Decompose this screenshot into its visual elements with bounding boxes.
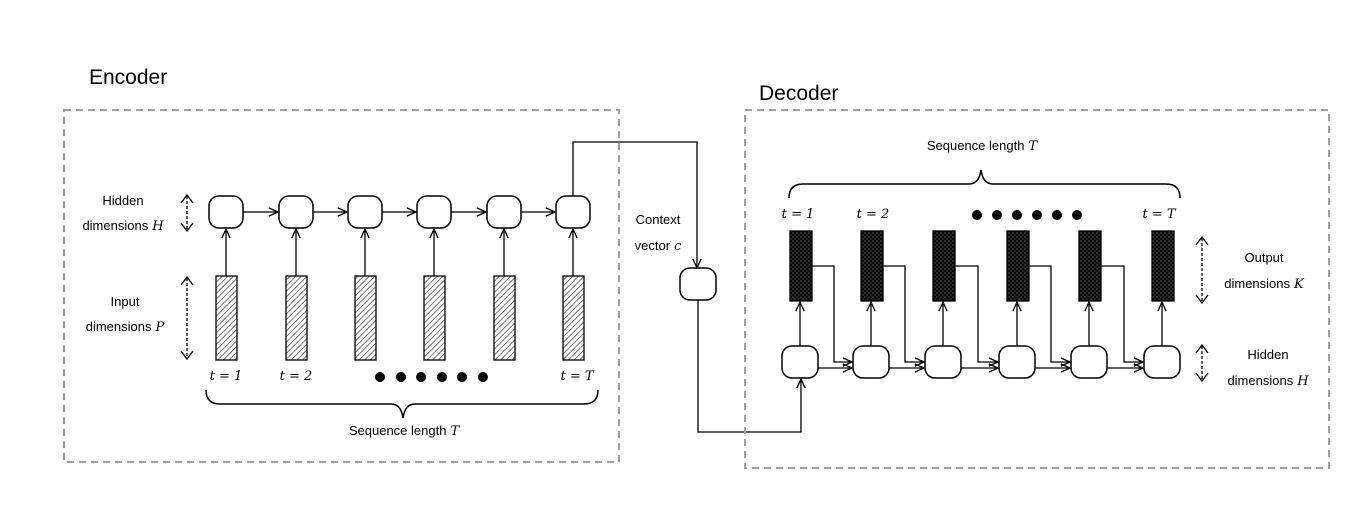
decoder-output-bar-2	[860, 230, 884, 302]
encoder-ellipsis-dots	[375, 372, 488, 382]
encoder-hidden-node-6	[555, 195, 591, 229]
encoder-hidden-label-line1: Hidden	[102, 193, 143, 208]
decoder-hidden-node-4	[998, 345, 1036, 379]
encoder-input-bar-4	[423, 275, 446, 361]
encoder-time-label-first: t = 1	[210, 369, 243, 384]
decoder-box	[744, 109, 1330, 469]
decoder-hidden-node-1	[781, 345, 819, 379]
decoder-hidden-dim-arrow	[1195, 343, 1209, 383]
decoder-time-label-first: t = 1	[782, 207, 815, 222]
encoder-input-dim-arrow	[180, 275, 194, 361]
decoder-feedback-line-1	[812, 265, 852, 362]
encoder-hidden-node-5	[486, 195, 522, 229]
encoder-hidden-node-3	[347, 195, 383, 229]
encoder-input-bar-3	[354, 275, 377, 361]
decoder-output-dim-arrow	[1195, 235, 1209, 305]
encoder-input-label-line1: Input	[111, 294, 140, 309]
encoder-title: Encoder	[89, 66, 167, 89]
decoder-hidden-label-line1: Hidden	[1247, 347, 1288, 362]
decoder-output-label-line1: Output	[1244, 250, 1283, 265]
encoder-hidden-node-2	[278, 195, 314, 229]
decoder-sequence-brace	[788, 169, 1181, 199]
decoder-hidden-node-5	[1070, 345, 1108, 379]
decoder-time-label-second: t = 2	[857, 207, 890, 222]
decoder-output-bar-6	[1151, 230, 1175, 302]
decoder-output-bar-5	[1078, 230, 1102, 302]
encoder-box	[63, 109, 620, 463]
encoder-sequence-brace	[205, 389, 599, 419]
decoder-hidden-node-6	[1143, 345, 1181, 379]
encoder-input-bar-6	[562, 275, 585, 361]
decoder-output-bar-4	[1006, 230, 1030, 302]
encoder-hidden-node-1	[208, 195, 244, 229]
encoder-time-label-last: t = T	[560, 369, 594, 384]
encoder-to-context-line	[572, 141, 697, 268]
encoder-input-bar-2	[285, 275, 308, 361]
decoder-feedback-line-2	[883, 265, 924, 362]
decoder-feedback-line-4	[1029, 265, 1070, 362]
encoder-time-label-second: t = 2	[280, 369, 313, 384]
decoder-feedback-line-5	[1101, 265, 1143, 362]
decoder-ellipsis-dots	[972, 210, 1082, 220]
decoder-hidden-node-3	[924, 345, 962, 379]
encoder-input-bar-1	[215, 275, 238, 361]
encoder-input-bar-5	[493, 275, 516, 361]
context-to-decoder-line	[697, 300, 801, 433]
decoder-output-bar-3	[932, 230, 956, 302]
decoder-title: Decoder	[759, 82, 838, 105]
decoder-hidden-node-2	[852, 345, 890, 379]
decoder-output-bar-1	[789, 230, 813, 302]
decoder-feedback-line-3	[955, 265, 998, 362]
encoder-hidden-node-4	[416, 195, 452, 229]
context-label-line1: Context	[636, 212, 681, 227]
context-vector-node	[679, 267, 717, 301]
encoder-hidden-dim-arrow	[180, 193, 194, 233]
decoder-time-label-last: t = T	[1142, 207, 1176, 222]
